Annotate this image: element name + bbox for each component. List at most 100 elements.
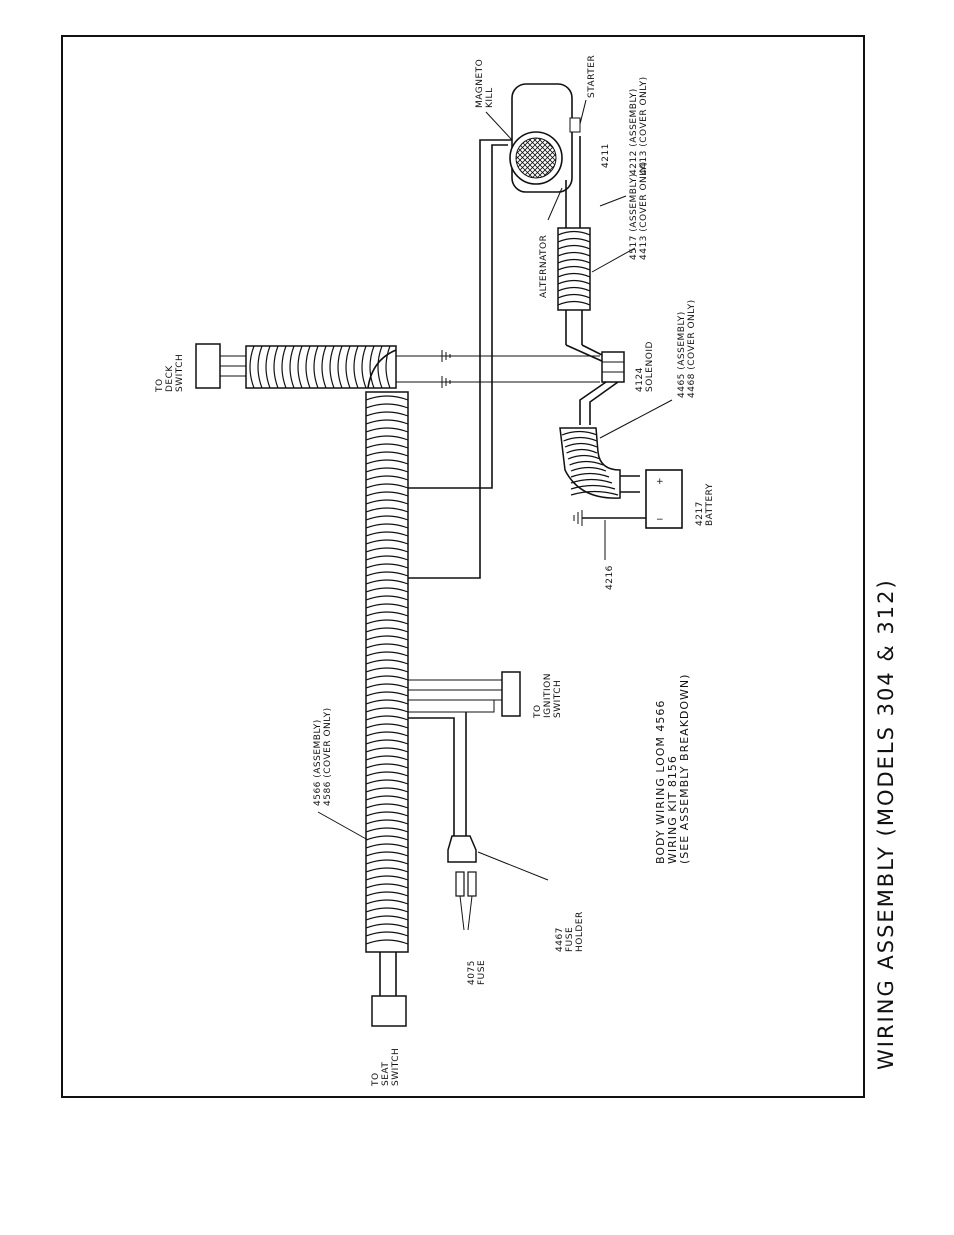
diagram-frame — [61, 35, 865, 1098]
coil-turn — [365, 571, 409, 577]
coil-turn — [365, 475, 409, 481]
coil-turn — [313, 345, 319, 389]
coil-turn — [557, 258, 591, 264]
coil-turn — [567, 454, 601, 460]
coil-turn — [365, 491, 409, 497]
part-4465-label: 4465 (ASSEMBLY) 4468 (COVER ONLY) — [677, 299, 697, 398]
coil-turn — [557, 293, 591, 299]
coil-turn — [365, 771, 409, 777]
coil-turn — [385, 345, 391, 389]
coil-turn — [249, 345, 255, 389]
coil-turn — [365, 675, 409, 681]
engine-unit — [509, 83, 581, 193]
coil-turn — [365, 635, 409, 641]
coil-turn — [365, 795, 409, 801]
coil-turn — [365, 779, 409, 785]
deck-loom-coil — [245, 345, 397, 389]
coil-turn — [365, 499, 409, 505]
coil-turn — [365, 427, 409, 433]
coil-turn — [557, 244, 591, 250]
coil-turn — [365, 523, 409, 529]
coil-turn — [365, 867, 409, 873]
coil-turn — [569, 460, 604, 466]
coil-turn — [365, 507, 409, 513]
coil-turn — [365, 483, 409, 489]
coil-turn — [570, 478, 613, 484]
coil-turn — [365, 899, 409, 905]
solenoid-label: 4124 SOLENOID — [635, 341, 655, 392]
coil-turn — [557, 230, 591, 236]
coil-turn — [365, 891, 409, 897]
deck-switch-connector — [195, 343, 246, 389]
coil-turn — [365, 403, 409, 409]
coil-turn — [365, 547, 409, 553]
coil-turn — [566, 448, 598, 454]
coil-turn — [570, 472, 610, 478]
fuse-pair — [455, 871, 477, 931]
coil-turn — [365, 787, 409, 793]
coil-turn — [557, 300, 591, 306]
alternator-label: ALTERNATOR — [539, 235, 549, 298]
coil-turn — [365, 451, 409, 457]
coil-turn — [369, 345, 375, 389]
fuse-label: 4075 FUSE — [467, 957, 487, 985]
main-loom-coil — [365, 391, 409, 953]
coil-turn — [365, 595, 409, 601]
coil-turn — [273, 345, 279, 389]
battery: + − — [645, 469, 683, 529]
coil-turn — [365, 747, 409, 753]
coil-turn — [365, 939, 409, 945]
coil-turn — [365, 827, 409, 833]
coil-turn — [365, 763, 409, 769]
coil-turn — [570, 484, 616, 490]
coil-turn — [365, 691, 409, 697]
coil-turn — [365, 459, 409, 465]
coil-turn — [557, 237, 591, 243]
coil-turn — [365, 531, 409, 537]
coil-turn — [365, 819, 409, 825]
coil-turn — [365, 587, 409, 593]
coil-turn — [564, 442, 598, 448]
coil-turn — [365, 851, 409, 857]
coil-turn — [365, 715, 409, 721]
fuse-holder — [447, 835, 477, 863]
seat-switch-connector — [371, 952, 407, 1027]
coil-turn — [365, 859, 409, 865]
part-4212-label: 4212 (ASSEMBLY) 4413 (COVER ONLY) — [629, 76, 649, 175]
coil-turn — [557, 265, 591, 271]
ground-symbol-upper — [441, 350, 451, 388]
part-4216-label: 4216 — [605, 565, 615, 590]
coil-turn — [337, 345, 343, 389]
coil-turn — [365, 643, 409, 649]
coil-turn — [365, 707, 409, 713]
coil-turn — [377, 345, 383, 389]
ground-strap — [573, 510, 646, 560]
seat-switch-label: TO SEAT SWITCH — [371, 1048, 401, 1087]
coil-turn — [365, 931, 409, 937]
coil-turn — [365, 619, 409, 625]
diagram-title: WIRING ASSEMBLY (MODELS 304 & 312) — [874, 578, 898, 1070]
coil-turn — [365, 443, 409, 449]
coil-turn — [365, 811, 409, 817]
starter-label: STARTER — [587, 55, 597, 98]
deck-switch-label: TO DECK SWITCH — [155, 354, 185, 393]
coil-turn — [265, 345, 271, 389]
coil-turn — [557, 286, 591, 292]
coil-turn — [365, 723, 409, 729]
coil-turn — [570, 466, 607, 472]
coil-turn — [305, 345, 311, 389]
coil-turn — [365, 435, 409, 441]
coil-turn — [365, 411, 409, 417]
ignition-switch-connector — [501, 671, 521, 717]
coil-turn — [561, 430, 598, 436]
coil-turn — [365, 651, 409, 657]
coil-turn — [365, 627, 409, 633]
coil-turn — [365, 803, 409, 809]
coil-turn — [345, 345, 351, 389]
solenoid — [601, 351, 625, 383]
coil-turn — [365, 755, 409, 761]
coil-turn — [557, 251, 591, 257]
coil-turn — [321, 345, 327, 389]
coil-turn — [365, 667, 409, 673]
coil-turn — [557, 272, 591, 278]
